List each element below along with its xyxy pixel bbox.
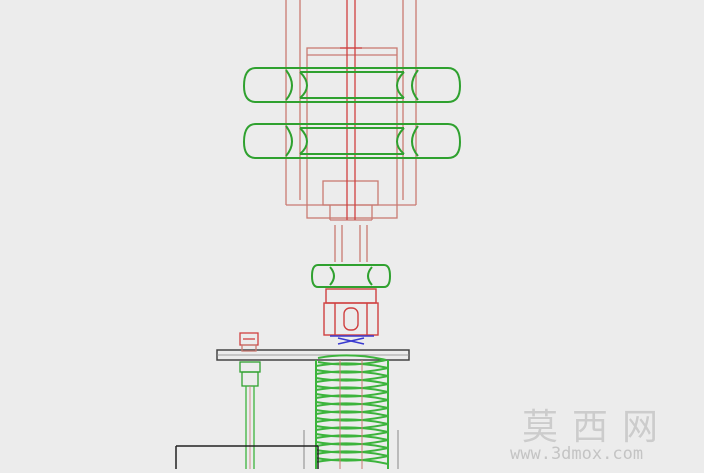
base-fixture	[175, 445, 319, 469]
watermark-brand: 莫西网	[522, 407, 673, 448]
compression-spring	[315, 354, 389, 469]
hex-nut-upper	[242, 67, 462, 103]
hex-nut-small	[310, 264, 392, 288]
connector-pins	[330, 335, 374, 345]
bolt-housing	[285, 0, 417, 262]
center-rod	[340, 0, 362, 220]
hex-nut-middle	[242, 123, 462, 159]
connector-block	[323, 288, 379, 336]
mounting-plate	[216, 349, 410, 361]
spring-guide	[303, 360, 399, 469]
side-screw	[239, 332, 261, 469]
watermark-url: www.3dmox.com	[510, 444, 644, 464]
